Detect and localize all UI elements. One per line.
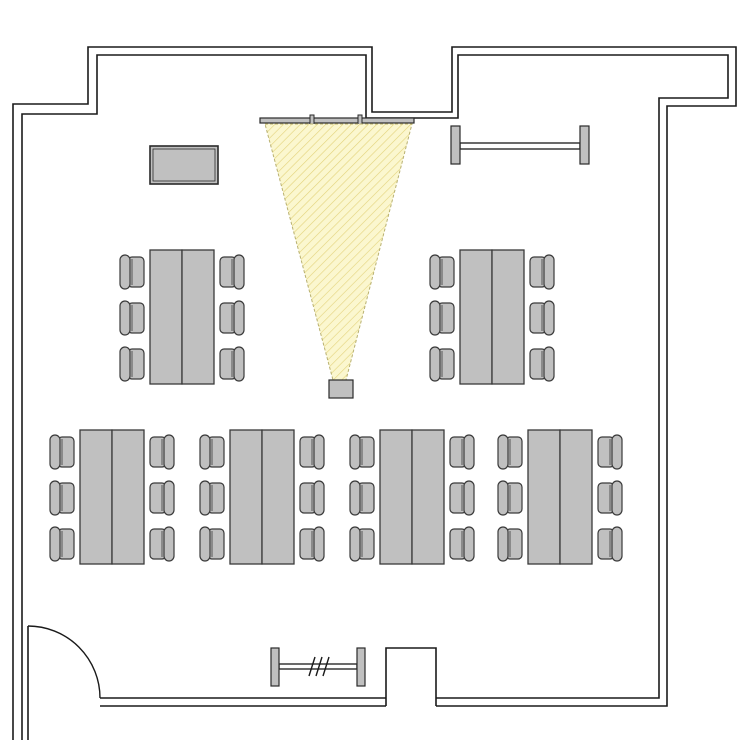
whiteboard-leg-left: [270, 647, 280, 687]
cabinet-icon: [149, 145, 219, 185]
chair-icon: [119, 346, 145, 382]
chair-icon: [149, 526, 175, 562]
table-group[interactable]: [119, 249, 245, 385]
table-icon: [149, 249, 183, 385]
chair-icon: [299, 434, 325, 470]
cabinet[interactable]: [149, 145, 219, 185]
chair-icon: [149, 434, 175, 470]
table-icon: [229, 429, 263, 565]
chair-icon: [529, 300, 555, 336]
chair-icon: [449, 526, 475, 562]
table-icon: [111, 429, 145, 565]
table-group[interactable]: [429, 249, 555, 385]
chair-icon: [529, 346, 555, 382]
bottom-wall-notch-outer: [385, 698, 437, 706]
chair-icon: [219, 346, 245, 382]
whiteboard-leg-right: [356, 647, 366, 687]
chair-icon: [429, 346, 455, 382]
table-icon: [411, 429, 445, 565]
table-icon: [491, 249, 525, 385]
chair-icon: [119, 254, 145, 290]
whiteboard-icon: [459, 142, 581, 150]
chair-icon: [49, 480, 75, 516]
table-group[interactable]: [49, 429, 175, 565]
chair-icon: [529, 254, 555, 290]
table-icon: [379, 429, 413, 565]
whiteboard-bottom[interactable]: [270, 647, 366, 687]
chair-icon: [349, 434, 375, 470]
chair-icon: [449, 434, 475, 470]
chair-icon: [497, 434, 523, 470]
whiteboard-leg-left: [450, 125, 461, 165]
table-groups: [49, 249, 623, 565]
table-icon: [459, 249, 493, 385]
chair-icon: [299, 480, 325, 516]
chair-icon: [219, 300, 245, 336]
cabinet-inner-edge: [152, 148, 216, 182]
table-icon: [181, 249, 215, 385]
chair-icon: [597, 480, 623, 516]
chair-icon: [149, 480, 175, 516]
chair-icon: [219, 254, 245, 290]
chair-icon: [597, 434, 623, 470]
table-group[interactable]: [349, 429, 475, 565]
table-group[interactable]: [199, 429, 325, 565]
outer-wall-line: [12, 46, 737, 740]
chair-icon: [349, 480, 375, 516]
bottom-wall-notch: [385, 647, 437, 698]
chair-icon: [119, 300, 145, 336]
inner-wall-line: [21, 54, 729, 740]
table-icon: [527, 429, 561, 565]
chair-icon: [199, 480, 225, 516]
door[interactable]: [27, 625, 101, 699]
break-lines-icon: [308, 656, 330, 677]
table-icon: [261, 429, 295, 565]
chair-icon: [497, 526, 523, 562]
chair-icon: [429, 300, 455, 336]
table-icon: [79, 429, 113, 565]
chair-icon: [199, 526, 225, 562]
chair-icon: [49, 526, 75, 562]
chair-icon: [199, 434, 225, 470]
chair-icon: [299, 526, 325, 562]
projector[interactable]: [328, 379, 354, 399]
chair-icon: [449, 480, 475, 516]
chair-icon: [349, 526, 375, 562]
projector-icon: [328, 379, 354, 399]
whiteboard-leg-right: [579, 125, 590, 165]
chair-icon: [597, 526, 623, 562]
room-walls: [12, 46, 737, 740]
table-group[interactable]: [497, 429, 623, 565]
chair-icon: [429, 254, 455, 290]
chair-icon: [49, 434, 75, 470]
projection-screen-icon: [259, 117, 415, 124]
chair-icon: [497, 480, 523, 516]
door-swing-icon: [27, 625, 101, 699]
whiteboard-top[interactable]: [450, 125, 590, 165]
table-icon: [559, 429, 593, 565]
projection-beam: [264, 123, 413, 381]
